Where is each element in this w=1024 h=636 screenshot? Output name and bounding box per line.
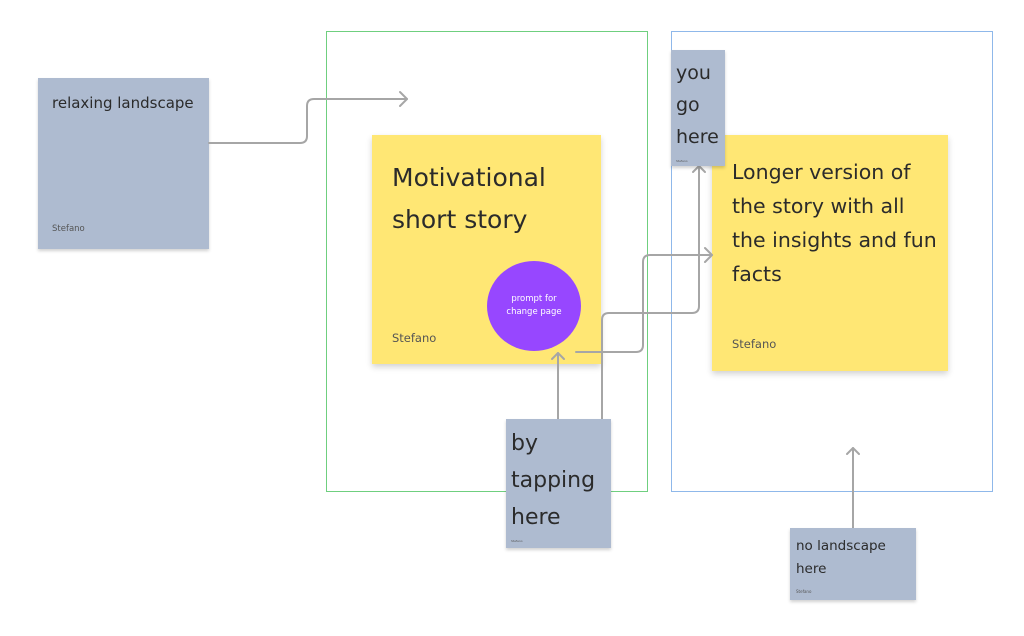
sticky-note-motivational-short-story[interactable]: Motivational short story Stefano <box>372 135 601 364</box>
sticky-note-author: Stefano <box>796 589 812 594</box>
connector-circle-to-longer-version[interactable] <box>575 247 713 353</box>
sticky-note-by-tapping-here[interactable]: by tapping here Stefano <box>506 419 611 548</box>
sticky-note-longer-version[interactable]: Longer version of the story with all the… <box>712 135 948 371</box>
connector-tapping-to-circle[interactable] <box>551 352 565 429</box>
sticky-note-author: Stefano <box>732 337 777 351</box>
sticky-note-author: Stefano <box>392 331 437 345</box>
frame-left[interactable] <box>326 31 648 492</box>
sticky-note-text: Longer version of the story with all the… <box>732 160 937 286</box>
sticky-note-relaxing-landscape[interactable]: relaxing landscape Stefano <box>38 78 209 249</box>
sticky-note-text: Motivational short story <box>392 163 546 234</box>
frame-right[interactable] <box>671 31 993 492</box>
sticky-note-no-landscape-here[interactable]: no landscape here Stefano <box>790 528 916 600</box>
sticky-note-author: Stefano <box>676 159 688 163</box>
sticky-note-text: you go here <box>676 62 719 148</box>
sticky-note-text: relaxing landscape <box>52 94 194 112</box>
prompt-circle-label: prompt for change page <box>506 294 562 317</box>
connector-tapping-to-you-go-here[interactable] <box>601 165 706 459</box>
sticky-note-text: no landscape here <box>796 538 886 577</box>
sticky-note-text: by tapping here <box>511 431 596 530</box>
sticky-note-author: Stefano <box>52 224 85 234</box>
connector-no-landscape-to-frame[interactable] <box>846 447 860 529</box>
sticky-note-you-go-here[interactable]: you go here Stefano <box>671 50 725 166</box>
prompt-change-page-circle[interactable]: prompt for change page <box>487 261 581 351</box>
connector-relaxing-to-frame[interactable] <box>208 91 408 144</box>
sticky-note-author: Stefano <box>511 539 523 543</box>
